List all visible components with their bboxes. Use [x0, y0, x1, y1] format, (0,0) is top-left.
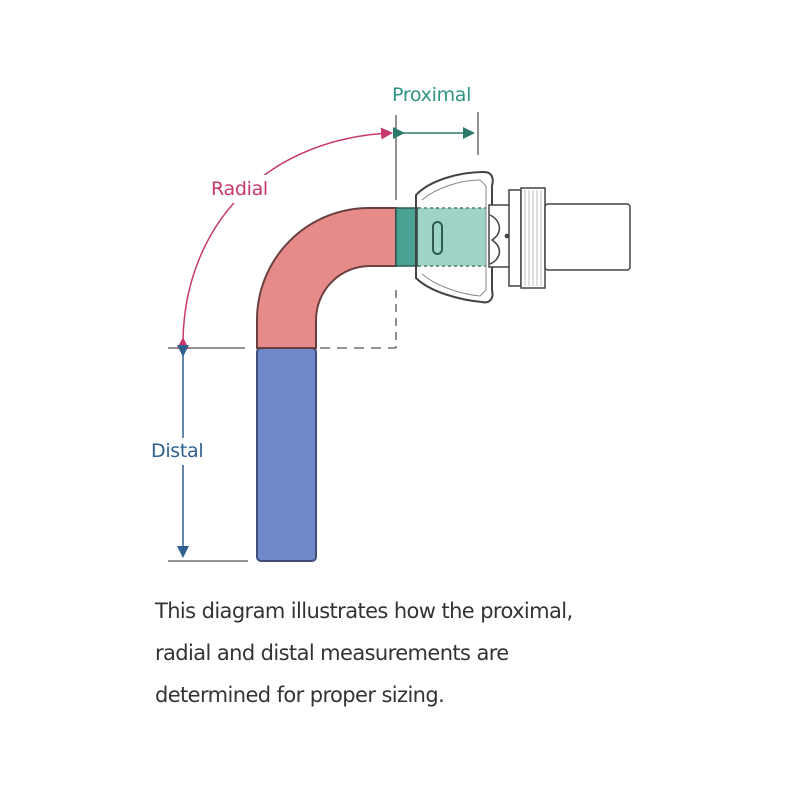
- distal-label: Distal: [151, 440, 204, 462]
- distal-segment: [256, 347, 317, 562]
- radial-segment: [256, 207, 397, 349]
- caption-line: This diagram illustrates how the proxima…: [155, 599, 573, 623]
- caption: This diagram illustrates how the proxima…: [155, 590, 675, 716]
- proximal-label: Proximal: [392, 84, 472, 106]
- connector-hub: [488, 187, 631, 289]
- radial-label: Radial: [211, 178, 268, 200]
- flange: [415, 170, 494, 304]
- proximal-segment: [395, 207, 419, 267]
- caption-line: determined for proper sizing.: [155, 683, 445, 707]
- caption-line: radial and distal measurements are: [155, 641, 509, 665]
